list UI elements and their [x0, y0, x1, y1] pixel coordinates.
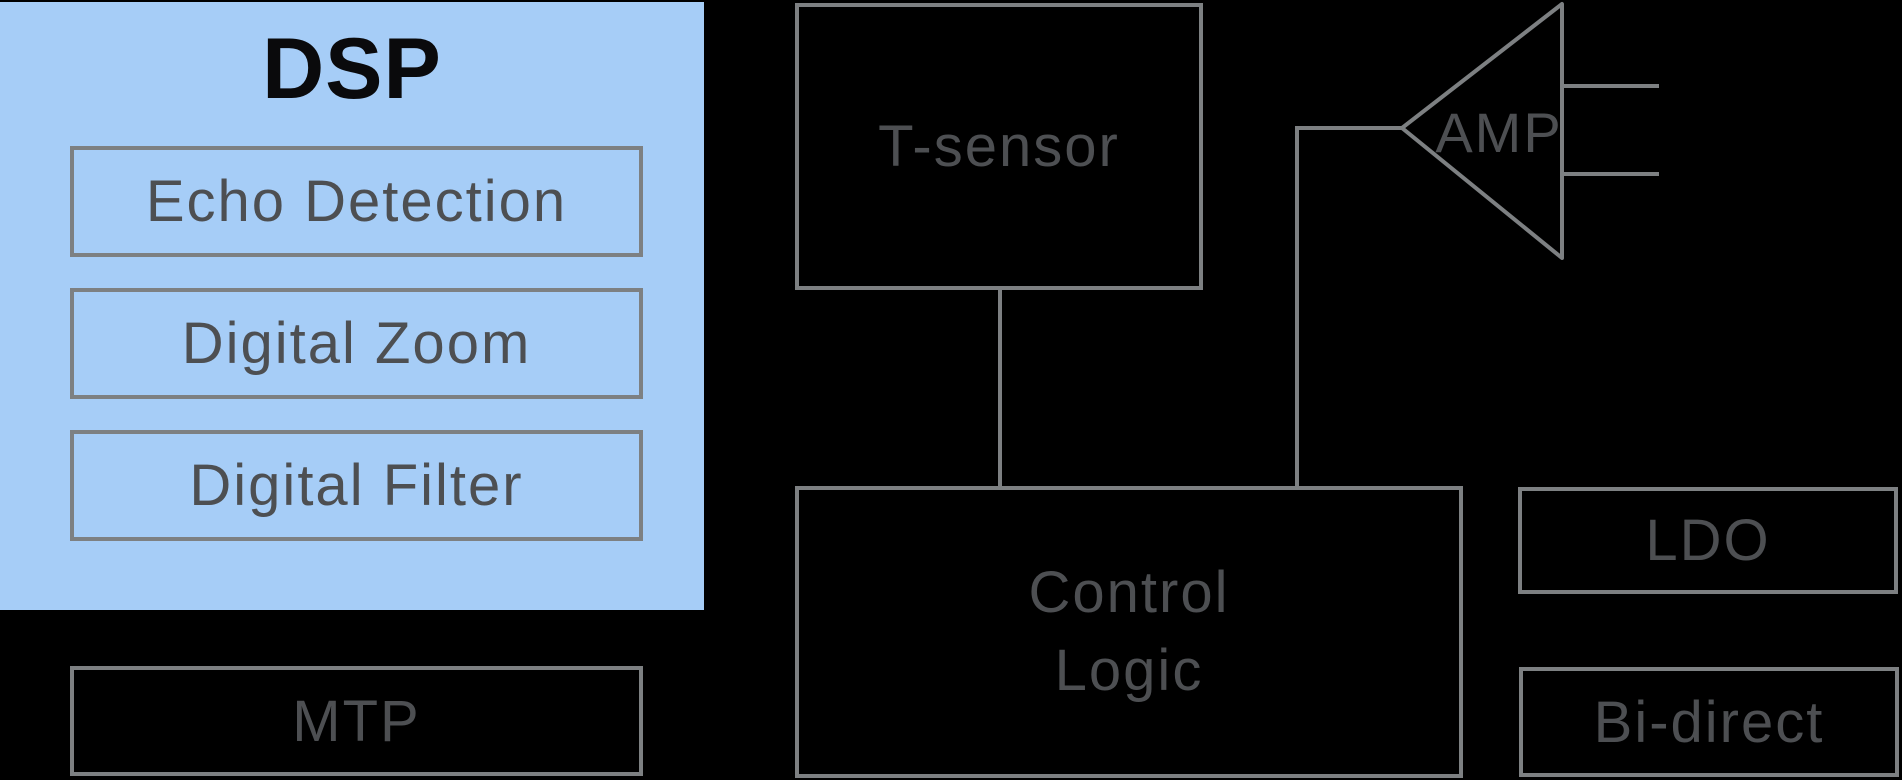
echo-detection-label: Echo Detection — [145, 169, 568, 234]
bi-direct-label: Bi-direct — [1593, 689, 1825, 755]
ldo-box: LDO — [1518, 487, 1898, 594]
amp-output-stub-bottom — [1561, 172, 1659, 176]
t-sensor-box: T-sensor — [795, 3, 1203, 290]
digital-filter-label: Digital Filter — [189, 453, 524, 518]
connector-amp-to-control-logic-horizontal — [1295, 126, 1405, 130]
digital-filter-box: Digital Filter — [70, 430, 643, 541]
digital-zoom-box: Digital Zoom — [70, 288, 643, 399]
dsp-block: DSP — [0, 2, 704, 610]
ldo-label: LDO — [1645, 508, 1771, 573]
bi-direct-box: Bi-direct — [1519, 667, 1899, 777]
mtp-label: MTP — [292, 688, 421, 754]
digital-zoom-label: Digital Zoom — [181, 311, 532, 376]
amp-label: AMP — [1435, 101, 1563, 164]
amp-triangle-icon — [1400, 2, 1564, 260]
t-sensor-label: T-sensor — [878, 114, 1120, 179]
mtp-box: MTP — [70, 666, 643, 776]
connector-amp-to-control-logic-vertical — [1295, 126, 1299, 490]
dsp-title: DSP — [262, 21, 442, 117]
control-logic-label-line1: Control — [1028, 560, 1230, 625]
amp-output-stub-top — [1561, 84, 1659, 88]
control-logic-label: Control Logic — [1029, 554, 1230, 710]
control-logic-label-line2: Logic — [1054, 638, 1204, 703]
connector-t-sensor-to-control-logic — [998, 288, 1002, 490]
control-logic-box: Control Logic — [795, 486, 1463, 778]
echo-detection-box: Echo Detection — [70, 146, 643, 257]
